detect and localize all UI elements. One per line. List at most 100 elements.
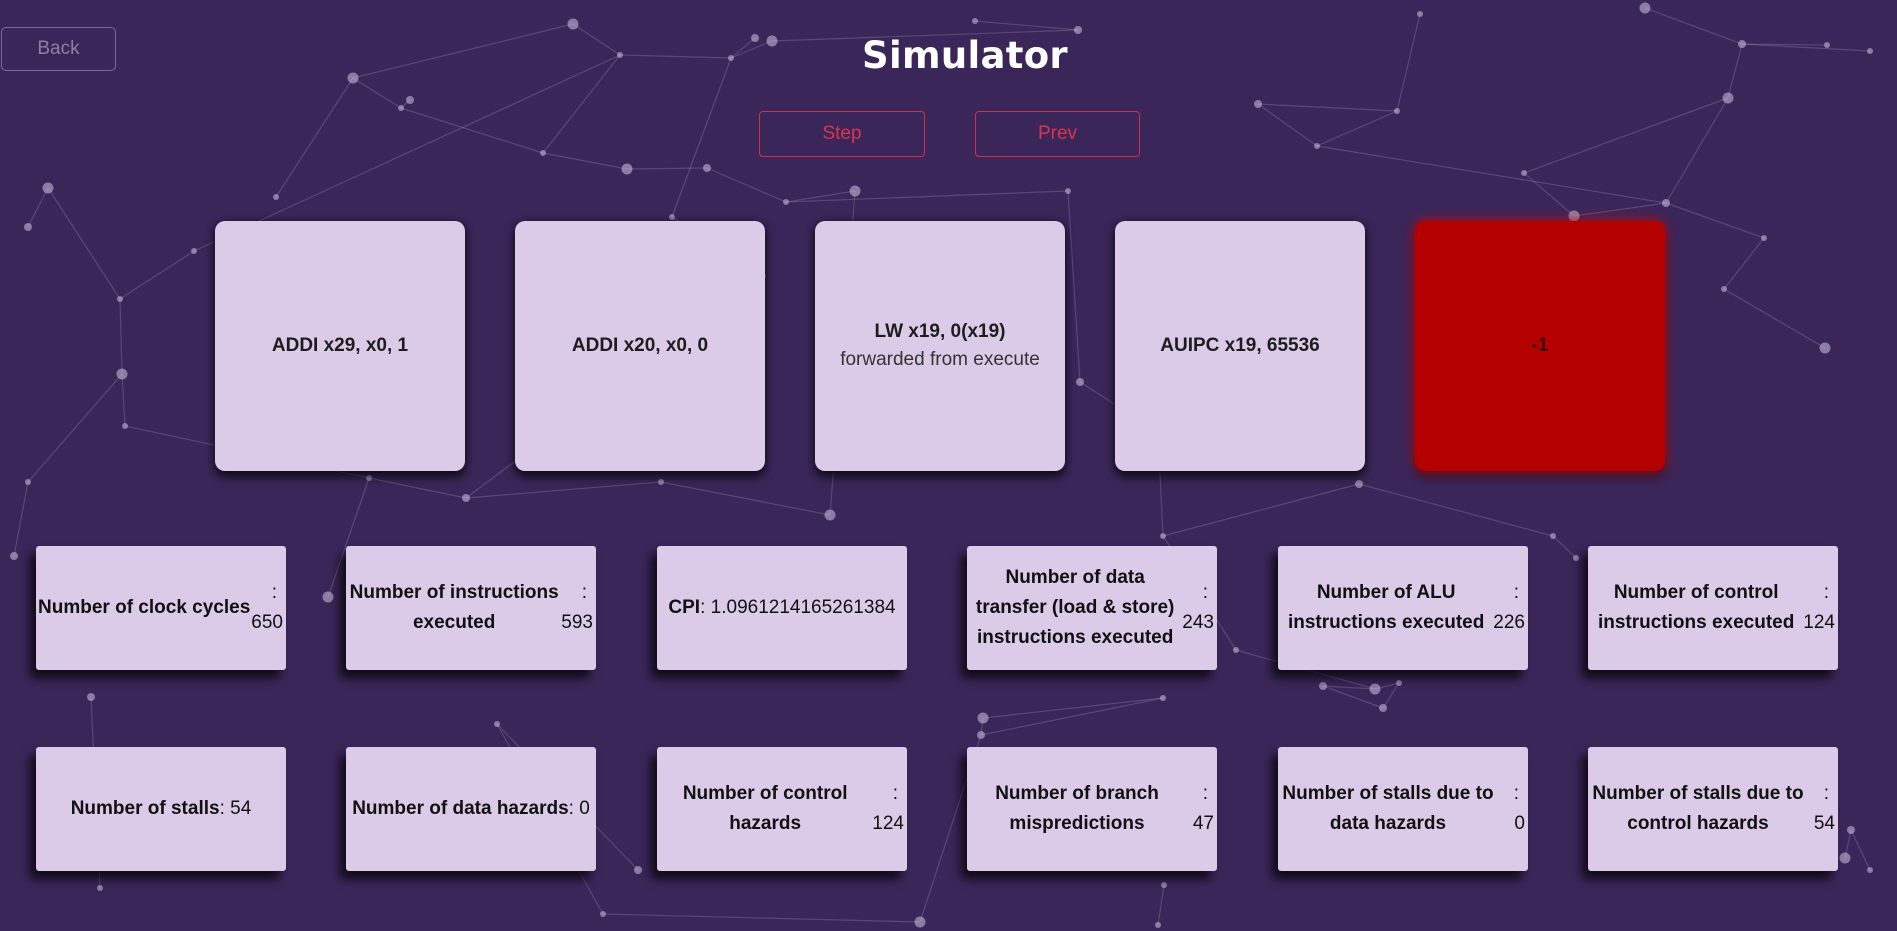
network-node <box>1160 695 1166 701</box>
network-line <box>119 250 195 300</box>
network-node <box>122 423 128 429</box>
stat-separator: : <box>581 582 587 603</box>
network-line <box>1358 483 1554 537</box>
back-button[interactable]: Back <box>1 27 116 71</box>
network-node <box>783 199 789 205</box>
network-node <box>728 55 734 61</box>
stat-value: 593 <box>561 612 593 633</box>
stat-stalls-control-hazards: Number of stalls due to control hazards … <box>1588 747 1838 871</box>
network-node <box>1160 533 1166 539</box>
network-node <box>1319 682 1327 690</box>
network-node <box>669 214 675 220</box>
network-node <box>347 72 359 84</box>
network-node <box>322 591 334 603</box>
network-line <box>706 167 787 203</box>
stage-instruction: AUIPC x19, 65536 <box>1160 335 1320 356</box>
network-node <box>462 494 470 502</box>
network-line <box>275 77 354 198</box>
stat-value: 54 <box>1813 813 1835 834</box>
network-node <box>621 163 633 175</box>
network-node <box>849 185 861 197</box>
network-node <box>634 866 642 874</box>
network-line <box>730 37 756 59</box>
network-line <box>465 481 662 499</box>
network-line <box>27 373 123 483</box>
network-line <box>1723 237 1765 290</box>
stat-label: Number of data transfer (load & store) i… <box>975 567 1175 648</box>
stat-stalls-data-hazards: Number of stalls due to data hazards :0 <box>1278 747 1528 871</box>
stat-value: 124 <box>872 813 904 834</box>
network-line <box>730 40 773 59</box>
network-line <box>352 23 574 79</box>
stage-instruction: ADDI x29, x0, 1 <box>271 335 409 356</box>
network-node <box>1722 92 1734 104</box>
stat-label: Number of branch mispredictions <box>995 783 1159 834</box>
stat-label: Number of instructions executed <box>349 582 559 633</box>
stat-separator: : <box>1513 582 1519 603</box>
network-node <box>1161 882 1167 888</box>
network-node <box>1824 42 1830 48</box>
pipeline-stage-1: ADDI x29, x0, 1 <box>215 221 465 471</box>
network-line <box>1727 43 1743 99</box>
network-node <box>1573 555 1579 561</box>
network-node <box>24 223 32 231</box>
stat-data-hazards: Number of data hazards: 0 <box>346 747 596 871</box>
stat-separator: : <box>1823 582 1829 603</box>
network-node <box>97 885 103 891</box>
network-line <box>771 29 1079 42</box>
stat-separator: : <box>568 798 574 819</box>
network-line <box>1322 685 1384 709</box>
network-line <box>982 697 1164 719</box>
network-line <box>1257 103 1318 147</box>
network-line <box>660 481 831 516</box>
network-line <box>1157 884 1165 926</box>
stat-separator: : <box>892 783 898 804</box>
stat-separator: : <box>1513 783 1519 804</box>
network-line <box>542 152 628 170</box>
network-node <box>1369 683 1381 695</box>
stat-branch-mispredictions: Number of branch mispredictions :47 <box>967 747 1217 871</box>
network-line <box>119 298 123 375</box>
pipeline-stage-3: LW x19, 0(x19) forwarded from execute <box>815 221 1065 471</box>
pipeline-stage-5-flushed: -1 <box>1415 221 1665 471</box>
stat-value: 650 <box>251 612 283 633</box>
stat-label: Number of ALU instructions executed <box>1287 582 1485 633</box>
network-line <box>368 477 467 499</box>
network-line <box>1322 685 1376 690</box>
stat-value: 124 <box>1803 612 1835 633</box>
network-line <box>1665 202 1765 239</box>
network-node <box>1819 342 1831 354</box>
stat-separator: : <box>1202 783 1208 804</box>
network-node <box>977 731 985 739</box>
network-line <box>980 697 1164 736</box>
network-node <box>658 479 664 485</box>
prev-button[interactable]: Prev <box>975 111 1140 157</box>
network-node <box>766 35 778 47</box>
network-line <box>1665 97 1729 204</box>
network-node <box>1738 40 1746 48</box>
stat-control-instructions: Number of control instructions executed … <box>1588 546 1838 670</box>
network-line <box>1644 7 1743 45</box>
network-line <box>1523 97 1729 174</box>
stage-instruction: ADDI x20, x0, 0 <box>571 335 709 356</box>
network-line <box>1850 829 1871 871</box>
network-node <box>42 182 54 194</box>
step-button[interactable]: Step <box>759 111 925 157</box>
network-line <box>352 77 402 109</box>
stat-separator: : <box>1823 783 1829 804</box>
network-line <box>1523 172 1575 217</box>
stat-cpi: CPI: 1.0961214165261384 <box>657 546 907 670</box>
stat-value: 0 <box>1514 813 1525 834</box>
stat-clock-cycles: Number of clock cycles :650 <box>36 546 286 670</box>
network-line <box>1257 103 1398 112</box>
network-node <box>1076 378 1084 386</box>
network-node <box>540 150 546 156</box>
network-node <box>1155 922 1161 928</box>
stat-label: Number of control instructions executed <box>1597 582 1795 633</box>
network-line <box>626 167 708 170</box>
network-node <box>1355 480 1363 488</box>
network-line <box>400 107 544 154</box>
stage-instruction: -1 <box>1531 335 1549 356</box>
network-line <box>1316 110 1398 147</box>
